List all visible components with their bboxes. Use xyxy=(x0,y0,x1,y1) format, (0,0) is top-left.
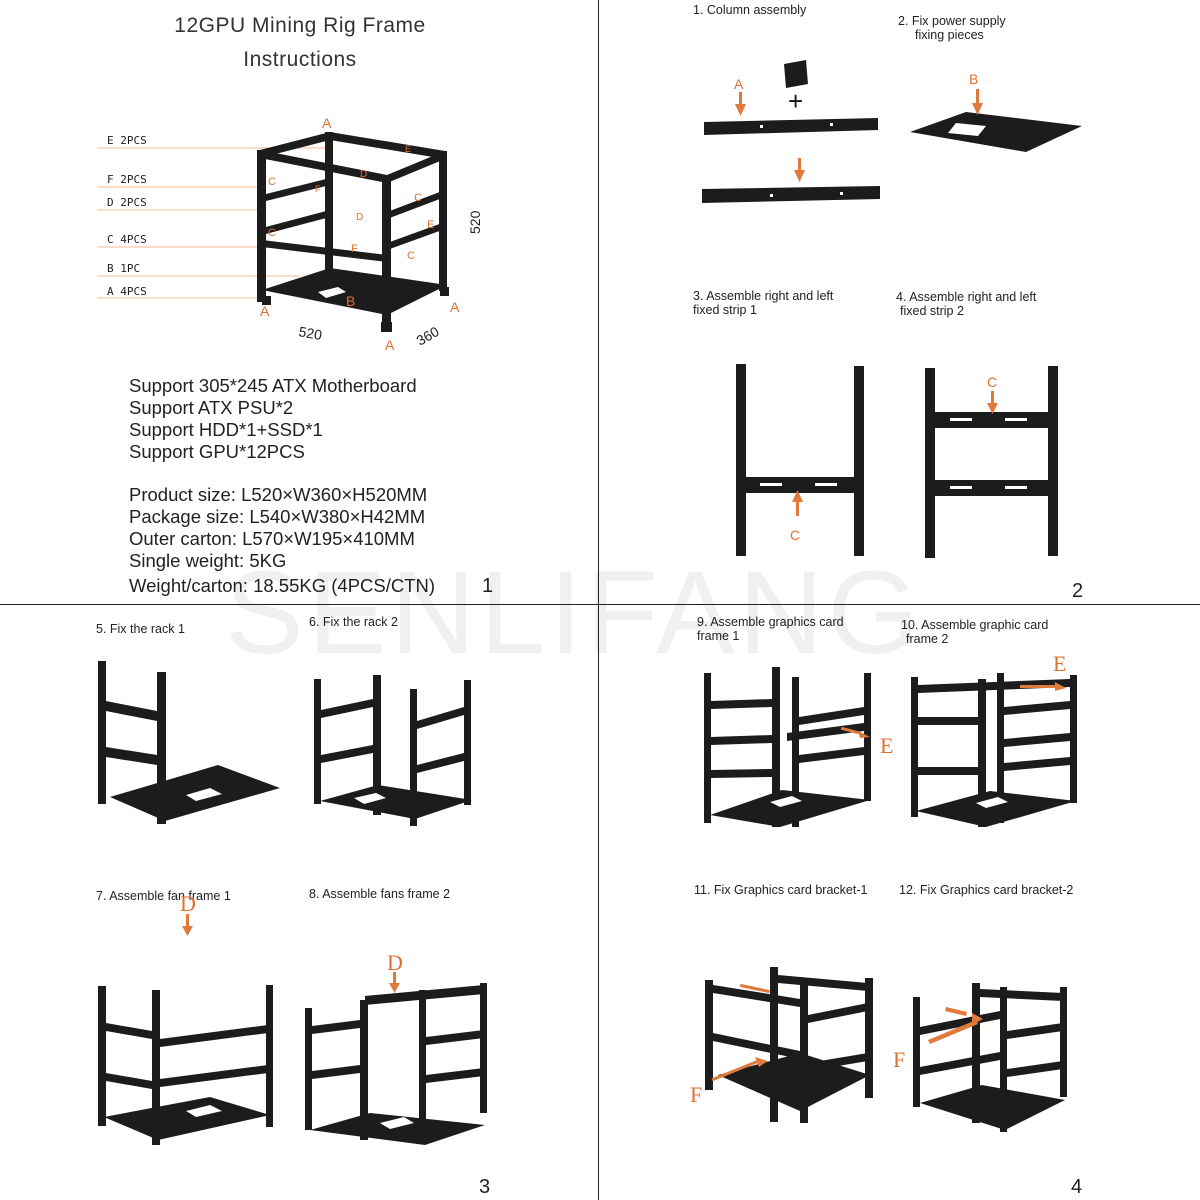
page-number-3: 3 xyxy=(479,1176,491,1198)
letter-d-lower: D xyxy=(356,212,363,223)
page-number-1: 1 xyxy=(482,575,494,597)
step-7-caption: 7. Assemble fan frame 1 xyxy=(96,889,231,903)
watermark: SENLIFANG xyxy=(225,547,924,679)
title-line-2: Instructions xyxy=(243,48,357,71)
step-6-caption: 6. Fix the rack 2 xyxy=(309,615,398,629)
outer-carton: Outer carton: L570×W195×410MM xyxy=(129,528,415,549)
spec-size-list: Product size: L520×W360×H520MM Package s… xyxy=(129,484,435,597)
letter-f-upper: F xyxy=(315,184,321,194)
dim-width: 520 xyxy=(297,323,323,343)
step-12-letter-f: F xyxy=(893,1047,905,1072)
letter-e-side: E xyxy=(427,219,434,231)
dim-depth: 360 xyxy=(414,323,442,349)
page-number-4: 4 xyxy=(1071,1176,1083,1198)
part-label-d: D 2PCS xyxy=(107,196,147,209)
page-number-2: 2 xyxy=(1072,580,1084,602)
dim-height: 520 xyxy=(467,210,483,234)
support-motherboard: Support 305*245 ATX Motherboard xyxy=(129,375,417,396)
horizontal-divider xyxy=(0,604,1200,605)
letter-b: B xyxy=(346,293,355,309)
step-1-letter-a: A xyxy=(734,76,744,92)
column-assembly-diagram: A + B C C xyxy=(702,60,1082,558)
support-psu: Support ATX PSU*2 xyxy=(129,397,294,418)
part-label-b: B 1PC xyxy=(107,262,141,275)
product-size: Product size: L520×W360×H520MM xyxy=(129,484,428,505)
step-2-letter-b: B xyxy=(969,71,978,87)
part-label-e: E 2PCS xyxy=(107,134,147,147)
step-9-letter-e: E xyxy=(880,733,893,758)
step-2-caption-line-1: 2. Fix power supply xyxy=(898,14,1006,28)
letter-e-top: E xyxy=(405,144,411,154)
part-label-f: F 2PCS xyxy=(107,173,147,186)
step-5-caption: 5. Fix the rack 1 xyxy=(96,622,185,636)
title-line-1: 12GPU Mining Rig Frame xyxy=(174,14,426,37)
single-weight: Single weight: 5KG xyxy=(129,550,287,571)
step-7-letter-d: D xyxy=(180,891,196,916)
step-8-letter-d: D xyxy=(387,950,403,975)
vertical-divider xyxy=(598,0,599,1200)
letter-a-right: A xyxy=(450,299,460,315)
step-10-letter-e: E xyxy=(1053,651,1066,676)
step-4-caption-line-1: 4. Assemble right and left xyxy=(896,290,1037,304)
step-2-caption-line-2: fixing pieces xyxy=(915,28,984,42)
rack-assembly-diagram: D D xyxy=(98,661,487,1145)
support-gpu: Support GPU*12PCS xyxy=(129,441,305,462)
letter-a-left: A xyxy=(260,303,270,319)
letter-c-3: C xyxy=(268,227,276,239)
part-label-a: A 4PCS xyxy=(107,285,147,298)
step-1-caption: 1. Column assembly xyxy=(693,3,807,17)
step-8-caption: 8. Assemble fans frame 2 xyxy=(309,887,451,901)
step-11-letter-f: F xyxy=(690,1082,702,1107)
step-3-caption-line-1: 3. Assemble right and left xyxy=(693,289,834,303)
step-3-caption-line-2: fixed strip 1 xyxy=(693,303,757,317)
plus-sign: + xyxy=(788,86,803,116)
letter-a-top: A xyxy=(322,115,332,131)
step-3-letter-c: C xyxy=(790,527,800,543)
rig-diagram: A E D C F C D E C F C B A A A 520 360 52… xyxy=(97,115,483,353)
letter-c-4: C xyxy=(407,250,415,262)
letter-d-upper: D xyxy=(360,169,367,180)
step-4-caption-line-2: fixed strip 2 xyxy=(900,304,964,318)
letter-f-lower: F xyxy=(351,243,358,255)
package-size: Package size: L540×W380×H42MM xyxy=(129,506,426,527)
step-11-caption: 11. Fix Graphics card bracket-1 xyxy=(694,883,868,897)
step-10-caption-line-1: 10. Assemble graphic card xyxy=(901,618,1049,632)
graphics-card-frame-diagram: E E F F xyxy=(690,651,1077,1132)
step-9-caption-line-1: 9. Assemble graphics card xyxy=(697,615,844,629)
letter-c-1: C xyxy=(268,176,276,188)
step-12-caption: 12. Fix Graphics card bracket-2 xyxy=(899,883,1074,897)
spec-support-list: Support 305*245 ATX Motherboard Support … xyxy=(129,375,417,463)
part-label-c: C 4PCS xyxy=(107,233,147,246)
weight-carton: Weight/carton: 18.55KG (4PCS/CTN) xyxy=(129,575,436,596)
letter-a-front: A xyxy=(385,337,395,353)
step-9-caption-line-2: frame 1 xyxy=(697,629,740,643)
letter-c-2: C xyxy=(414,192,422,204)
step-10-caption-line-2: frame 2 xyxy=(906,632,949,646)
step-4-letter-c: C xyxy=(987,374,997,390)
support-drives: Support HDD*1+SSD*1 xyxy=(129,419,323,440)
